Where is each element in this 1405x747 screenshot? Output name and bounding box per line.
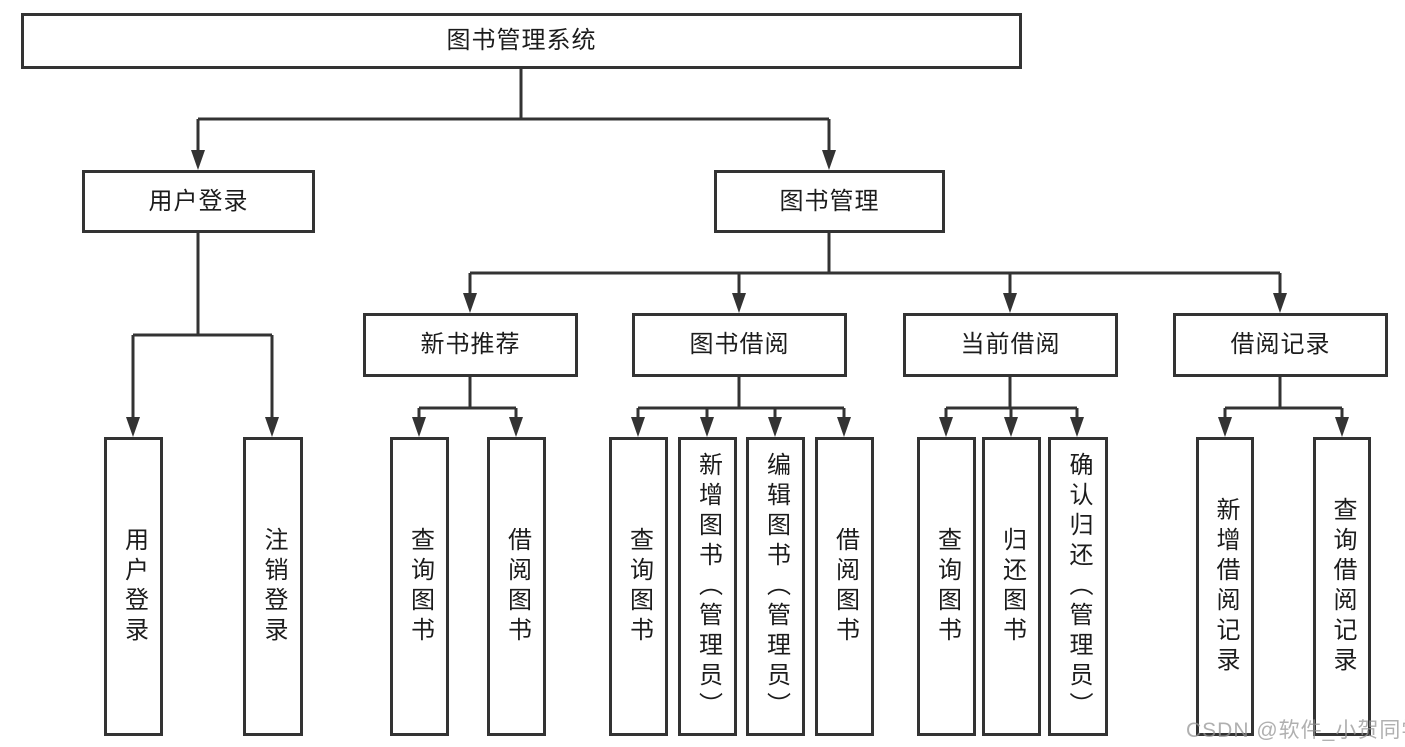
leaf-user-login-label: 用户登录 bbox=[120, 526, 148, 647]
leaf-newbooks-query-books: 查询图书 bbox=[390, 437, 449, 736]
leaf-records-add-borrow-record-label: 新增借阅记录 bbox=[1212, 496, 1239, 677]
leaf-current-query-books-label: 查询图书 bbox=[933, 526, 961, 647]
leaf-current-return-books-label: 归还图书 bbox=[998, 526, 1026, 647]
leaf-newbooks-query-books-label: 查询图书 bbox=[406, 526, 434, 647]
node-new-book-recommendation: 新书推荐 bbox=[363, 313, 578, 377]
leaf-logout: 注销登录 bbox=[243, 437, 303, 736]
leaf-records-add-borrow-record: 新增借阅记录 bbox=[1196, 437, 1254, 736]
leaf-borrow-add-books-admin-label: 新增图书（管理员） bbox=[694, 451, 722, 722]
leaf-borrow-query-books: 查询图书 bbox=[609, 437, 668, 736]
leaf-borrow-add-books-admin: 新增图书（管理员） bbox=[678, 437, 737, 736]
leaf-newbooks-borrow-books: 借阅图书 bbox=[487, 437, 546, 736]
leaf-current-confirm-return-admin: 确认归还（管理员） bbox=[1048, 437, 1108, 736]
node-book-borrowing: 图书借阅 bbox=[632, 313, 847, 377]
leaf-borrow-borrow-books-label: 借阅图书 bbox=[831, 526, 859, 647]
node-current-borrowing: 当前借阅 bbox=[903, 313, 1118, 377]
node-library-management-system: 图书管理系统 bbox=[21, 13, 1022, 69]
node-borrowing-records: 借阅记录 bbox=[1173, 313, 1388, 377]
leaf-borrow-edit-books-admin-label: 编辑图书（管理员） bbox=[762, 451, 790, 722]
leaf-borrow-query-books-label: 查询图书 bbox=[625, 526, 653, 647]
node-book-management: 图书管理 bbox=[714, 170, 945, 233]
leaf-records-query-borrow-record: 查询借阅记录 bbox=[1313, 437, 1371, 736]
node-user-login: 用户登录 bbox=[82, 170, 315, 233]
csdn-watermark: CSDN @软件_小贺同学 bbox=[1186, 719, 1405, 742]
leaf-current-query-books: 查询图书 bbox=[917, 437, 976, 736]
leaf-records-query-borrow-record-label: 查询借阅记录 bbox=[1329, 496, 1356, 677]
leaf-newbooks-borrow-books-label: 借阅图书 bbox=[503, 526, 531, 647]
leaf-current-return-books: 归还图书 bbox=[982, 437, 1041, 736]
leaf-user-login: 用户登录 bbox=[104, 437, 163, 736]
leaf-logout-label: 注销登录 bbox=[260, 526, 287, 647]
leaf-borrow-edit-books-admin: 编辑图书（管理员） bbox=[746, 437, 805, 736]
leaf-borrow-borrow-books: 借阅图书 bbox=[815, 437, 874, 736]
arrowheads bbox=[126, 150, 1349, 437]
connector-paths bbox=[131, 68, 1344, 419]
leaf-current-confirm-return-admin-label: 确认归还（管理员） bbox=[1065, 451, 1092, 722]
